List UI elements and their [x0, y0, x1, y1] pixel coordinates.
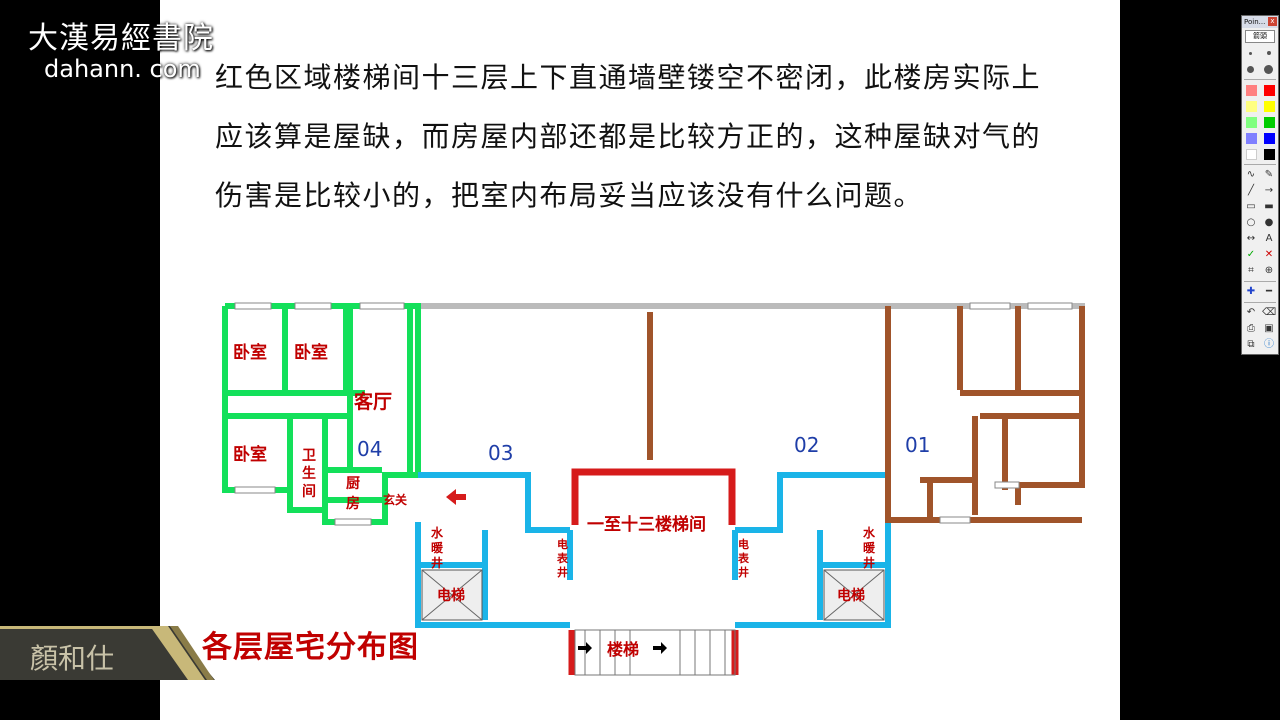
- rectangle-icon[interactable]: ▭: [1246, 201, 1256, 212]
- stair-arrow-icon-left: [578, 642, 592, 654]
- color-swatch-green[interactable]: [1263, 116, 1275, 128]
- stairs-label: 楼梯: [607, 640, 639, 659]
- pen-icon[interactable]: ∿: [1246, 169, 1256, 180]
- color-swatch-light-yellow[interactable]: [1245, 100, 1257, 112]
- stair-arrow-icon-right: [653, 642, 667, 654]
- double-arrow-icon[interactable]: ↔: [1246, 233, 1256, 244]
- presenter-name: 顏和仕: [30, 642, 114, 675]
- arrow-icon[interactable]: →: [1264, 185, 1274, 196]
- meter-label-right-2: 表: [737, 551, 750, 565]
- logo-chinese: 大漢易經書院: [28, 21, 214, 56]
- stair-treads: [574, 629, 736, 676]
- water-label-left-1: 水: [431, 525, 444, 540]
- unit-label-02: 02: [794, 433, 819, 457]
- bedroom-label-1: 卧室: [233, 342, 267, 363]
- line-icon[interactable]: ╱: [1247, 185, 1255, 196]
- living-room-label: 客厅: [354, 390, 392, 413]
- color-swatch-black[interactable]: [1263, 148, 1275, 160]
- slide-body-text: 红色区域楼梯间十三层上下直通墙壁镂空不密闭，此楼房实际上应该算是屋缺，而房屋内部…: [215, 61, 1042, 212]
- ellipse-icon[interactable]: ○: [1246, 217, 1256, 228]
- kitchen-label-1: 厨: [346, 476, 360, 492]
- minus-icon[interactable]: ━: [1265, 286, 1273, 297]
- site-logo: 大漢易經書院 dahann. com: [28, 21, 214, 83]
- save-icon[interactable]: ▣: [1264, 323, 1274, 334]
- water-label-right-2: 暖: [863, 540, 876, 555]
- large-dot-icon[interactable]: [1264, 64, 1273, 74]
- water-label-left-3: 井: [431, 555, 443, 570]
- toolbar-title-text: Poin...: [1244, 18, 1266, 26]
- info-icon[interactable]: ⓘ: [1264, 339, 1274, 350]
- meter-label-left-2: 表: [556, 551, 569, 565]
- color-swatch-white[interactable]: [1245, 148, 1257, 160]
- print-icon[interactable]: ⎙: [1247, 323, 1255, 334]
- bath-label-3: 间: [302, 483, 316, 500]
- color-swatch-light-blue[interactable]: [1245, 132, 1257, 144]
- floor-plan: 卧室 卧室 卧室 客厅 卫 生 间 厨 房 玄关 水 暖 井 水 暖 井 电 表…: [222, 302, 1085, 676]
- unit-label-03: 03: [488, 441, 513, 465]
- undo-icon[interactable]: ↶: [1246, 307, 1256, 318]
- presenter-name-banner: 顏和仕: [0, 626, 215, 680]
- bath-label-1: 卫: [302, 448, 316, 464]
- pen-size-row: [1242, 45, 1278, 61]
- presentation-slide: 红色区域楼梯间十三层上下直通墙壁镂空不密闭，此楼房实际上应该算是屋缺，而房屋内部…: [160, 0, 1120, 720]
- bath-label-2: 生: [302, 465, 316, 482]
- kitchen-label-2: 房: [346, 495, 360, 512]
- stair-hall-label: 一至十三楼梯间: [587, 514, 706, 535]
- color-swatch-yellow[interactable]: [1263, 100, 1275, 112]
- color-swatch-light-red[interactable]: [1245, 84, 1257, 96]
- mode-button[interactable]: 箭頭: [1245, 30, 1275, 43]
- close-icon[interactable]: x: [1268, 17, 1277, 26]
- toolbar-title: Poin... x: [1242, 16, 1278, 28]
- text-icon[interactable]: A: [1265, 233, 1273, 244]
- meter-label-left-1: 电: [557, 537, 568, 551]
- check-icon[interactable]: ✓: [1246, 249, 1256, 260]
- elevator-label-right: 电梯: [837, 587, 865, 604]
- unit-01-walls: [647, 306, 1085, 523]
- cross-icon[interactable]: ✕: [1264, 249, 1274, 260]
- stair-hall-red-walls: [568, 468, 739, 675]
- logo-url: dahann. com: [44, 55, 201, 83]
- pointofix-toolbar[interactable]: Poin... x 箭頭 ∿✎ ╱→ ▭▬ ○● ↔A ✓✕ ⌗⊕ ✚━ ↶⌫ …: [1241, 15, 1279, 355]
- elevator-label-left: 电梯: [437, 587, 465, 604]
- meter-label-left-3: 井: [557, 565, 568, 579]
- core-blue-walls: [415, 472, 891, 628]
- foyer-label: 玄关: [383, 492, 407, 507]
- unit-label-04: 04: [357, 437, 382, 461]
- color-swatch-red[interactable]: [1263, 84, 1275, 96]
- small-dot-icon[interactable]: [1266, 51, 1271, 55]
- water-label-right-3: 井: [863, 555, 875, 570]
- water-label-right-1: 水: [863, 525, 876, 540]
- color-swatch-light-green[interactable]: [1245, 116, 1257, 128]
- pen-size-row-2: [1242, 61, 1278, 77]
- arrow-icons: [446, 489, 667, 654]
- medium-dot-icon[interactable]: [1247, 65, 1254, 73]
- filled-ellipse-icon[interactable]: ●: [1264, 217, 1274, 228]
- meter-label-right-1: 电: [738, 537, 749, 551]
- zoom-icon[interactable]: ⊕: [1264, 265, 1274, 276]
- thin-dot-icon[interactable]: [1249, 51, 1253, 55]
- filled-rectangle-icon[interactable]: ▬: [1264, 201, 1274, 212]
- bedroom-label-2: 卧室: [294, 342, 328, 363]
- left-letterbox: [0, 0, 160, 720]
- entry-arrow-icon: [446, 489, 466, 505]
- plus-icon[interactable]: ✚: [1246, 286, 1256, 297]
- unit-label-01: 01: [905, 433, 930, 457]
- trash-icon[interactable]: ⌫: [1262, 307, 1277, 318]
- crop-icon[interactable]: ⌗: [1248, 265, 1254, 276]
- meter-label-right-3: 井: [738, 565, 749, 579]
- water-label-left-2: 暖: [431, 540, 444, 555]
- copy-icon[interactable]: ⧉: [1247, 339, 1255, 350]
- highlighter-icon[interactable]: ✎: [1264, 169, 1274, 180]
- color-swatch-blue[interactable]: [1263, 132, 1275, 144]
- plan-caption: 各层屋宅分布图: [202, 630, 419, 665]
- bedroom-label-3: 卧室: [233, 444, 267, 465]
